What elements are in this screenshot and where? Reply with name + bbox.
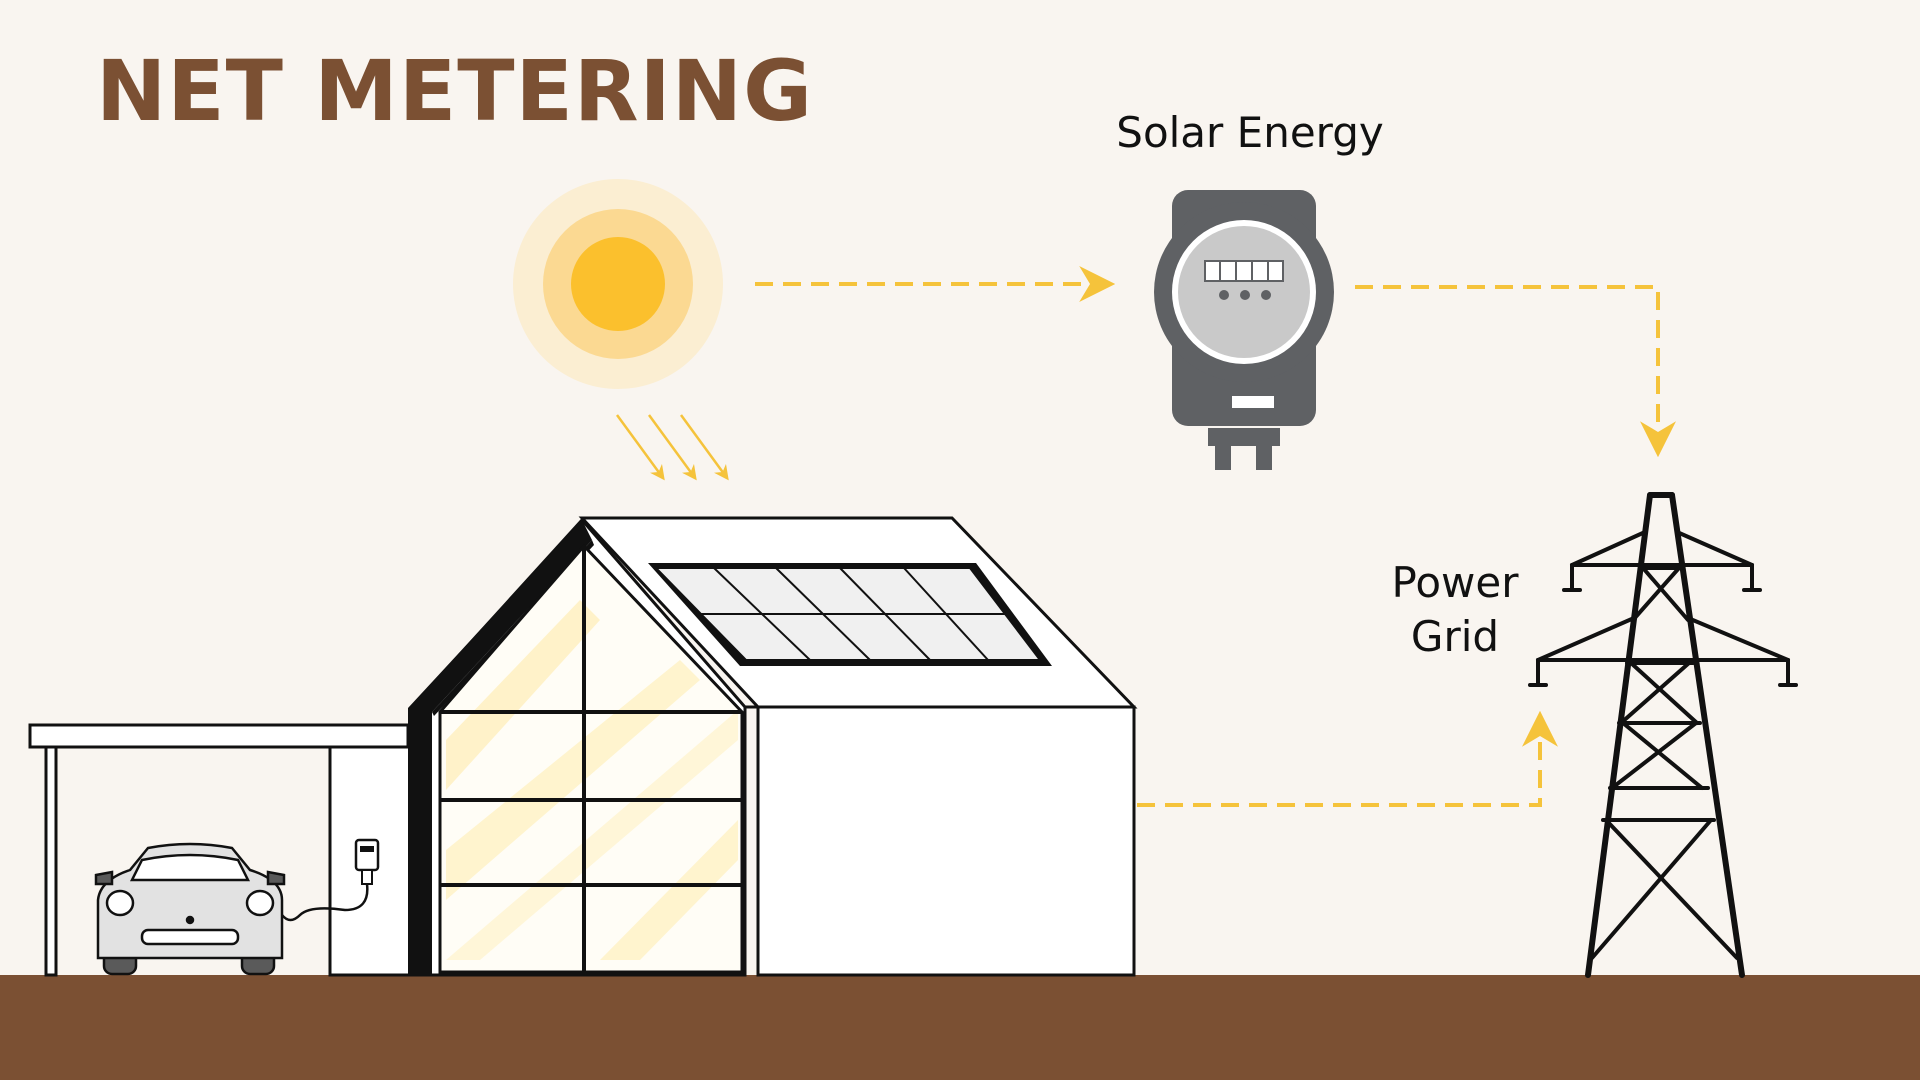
sun-rays xyxy=(615,414,729,481)
ground xyxy=(0,975,1920,1080)
ev-charger-icon xyxy=(281,838,380,922)
power-grid-label: Power Grid xyxy=(1355,556,1555,664)
page-title: NET METERING xyxy=(96,42,814,140)
solar-panel-icon xyxy=(648,563,1052,666)
sun-icon xyxy=(513,179,723,389)
flow-arrows xyxy=(755,266,1676,807)
arrow-meter-to-grid xyxy=(1355,285,1676,458)
power-grid-label-line2: Grid xyxy=(1410,612,1500,661)
arrow-house-to-grid xyxy=(1025,710,1558,807)
electric-meter-icon xyxy=(1154,190,1334,470)
transmission-tower-icon xyxy=(1528,492,1798,978)
solar-energy-label: Solar Energy xyxy=(1116,108,1384,157)
car-icon xyxy=(94,842,286,976)
power-grid-label-line1: Power xyxy=(1391,558,1519,607)
